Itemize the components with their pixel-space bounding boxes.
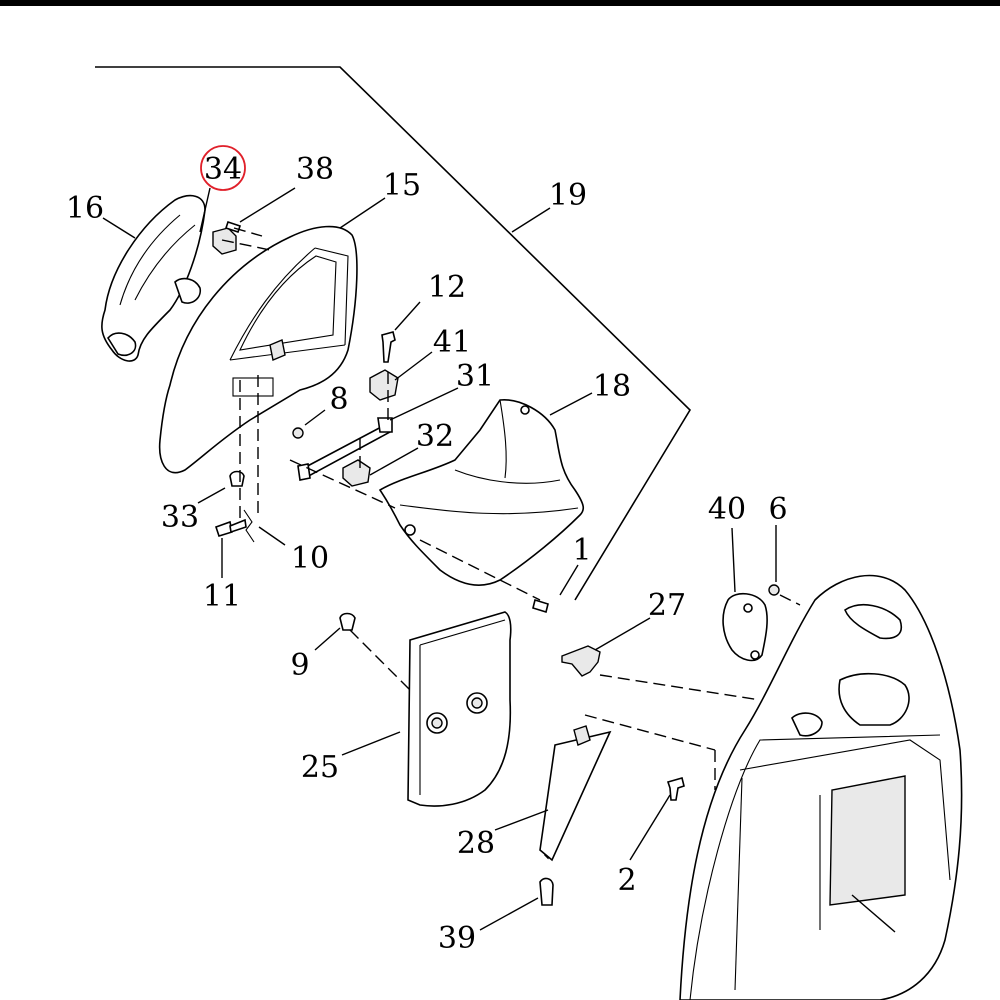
part-40-clamp [722, 592, 768, 662]
label-8: 8 [329, 382, 348, 417]
label-38: 38 [296, 152, 334, 187]
leader-lines [102, 187, 896, 933]
part-25-plate [407, 611, 512, 807]
part-labels: 34 38 16 15 19 12 41 31 18 8 32 33 10 11… [66, 152, 788, 956]
part-38-screw [224, 220, 242, 234]
label-27: 27 [648, 588, 686, 623]
label-15: 15 [383, 168, 421, 203]
label-12: 12 [428, 270, 466, 305]
label-40: 40 [708, 492, 746, 527]
label-25: 25 [301, 750, 339, 785]
part-12-screw [381, 331, 396, 363]
assembly-bracket [95, 66, 692, 601]
assembly-dashed-lines [221, 227, 801, 790]
part-1-screw [532, 598, 549, 614]
part-8-nut [292, 427, 304, 439]
label-18: 18 [593, 369, 631, 404]
part-2-bolt [666, 777, 685, 801]
part-28-lid [539, 725, 612, 862]
label-16: 16 [66, 191, 104, 226]
label-28: 28 [457, 826, 495, 861]
label-33: 33 [161, 500, 199, 535]
label-11: 11 [203, 579, 241, 614]
label-6: 6 [768, 492, 787, 527]
part-33-grommet [229, 470, 245, 487]
part-39-bulb [539, 877, 554, 906]
part-9-screw [339, 612, 356, 631]
label-10: 10 [291, 541, 329, 576]
part-10-washer [243, 509, 255, 543]
part-27-bracket [561, 645, 601, 677]
label-19: 19 [549, 178, 587, 213]
part-18-cover [378, 399, 585, 586]
label-34: 34 [204, 152, 242, 187]
label-39: 39 [438, 921, 476, 956]
part-16-cover [101, 194, 206, 362]
label-31: 31 [456, 359, 494, 394]
main-housing [679, 574, 963, 1000]
label-9: 9 [290, 648, 309, 683]
part-32-latch [342, 459, 371, 487]
label-1: 1 [572, 533, 591, 568]
part-41-clip [369, 369, 399, 401]
label-2: 2 [617, 863, 636, 898]
label-32: 32 [416, 419, 454, 454]
part-6-nut [768, 584, 780, 596]
label-41: 41 [433, 325, 471, 360]
top-border [0, 0, 1000, 6]
part-15-shell [158, 225, 358, 474]
part-11-screw [214, 518, 247, 537]
highlight-circle [200, 145, 246, 191]
